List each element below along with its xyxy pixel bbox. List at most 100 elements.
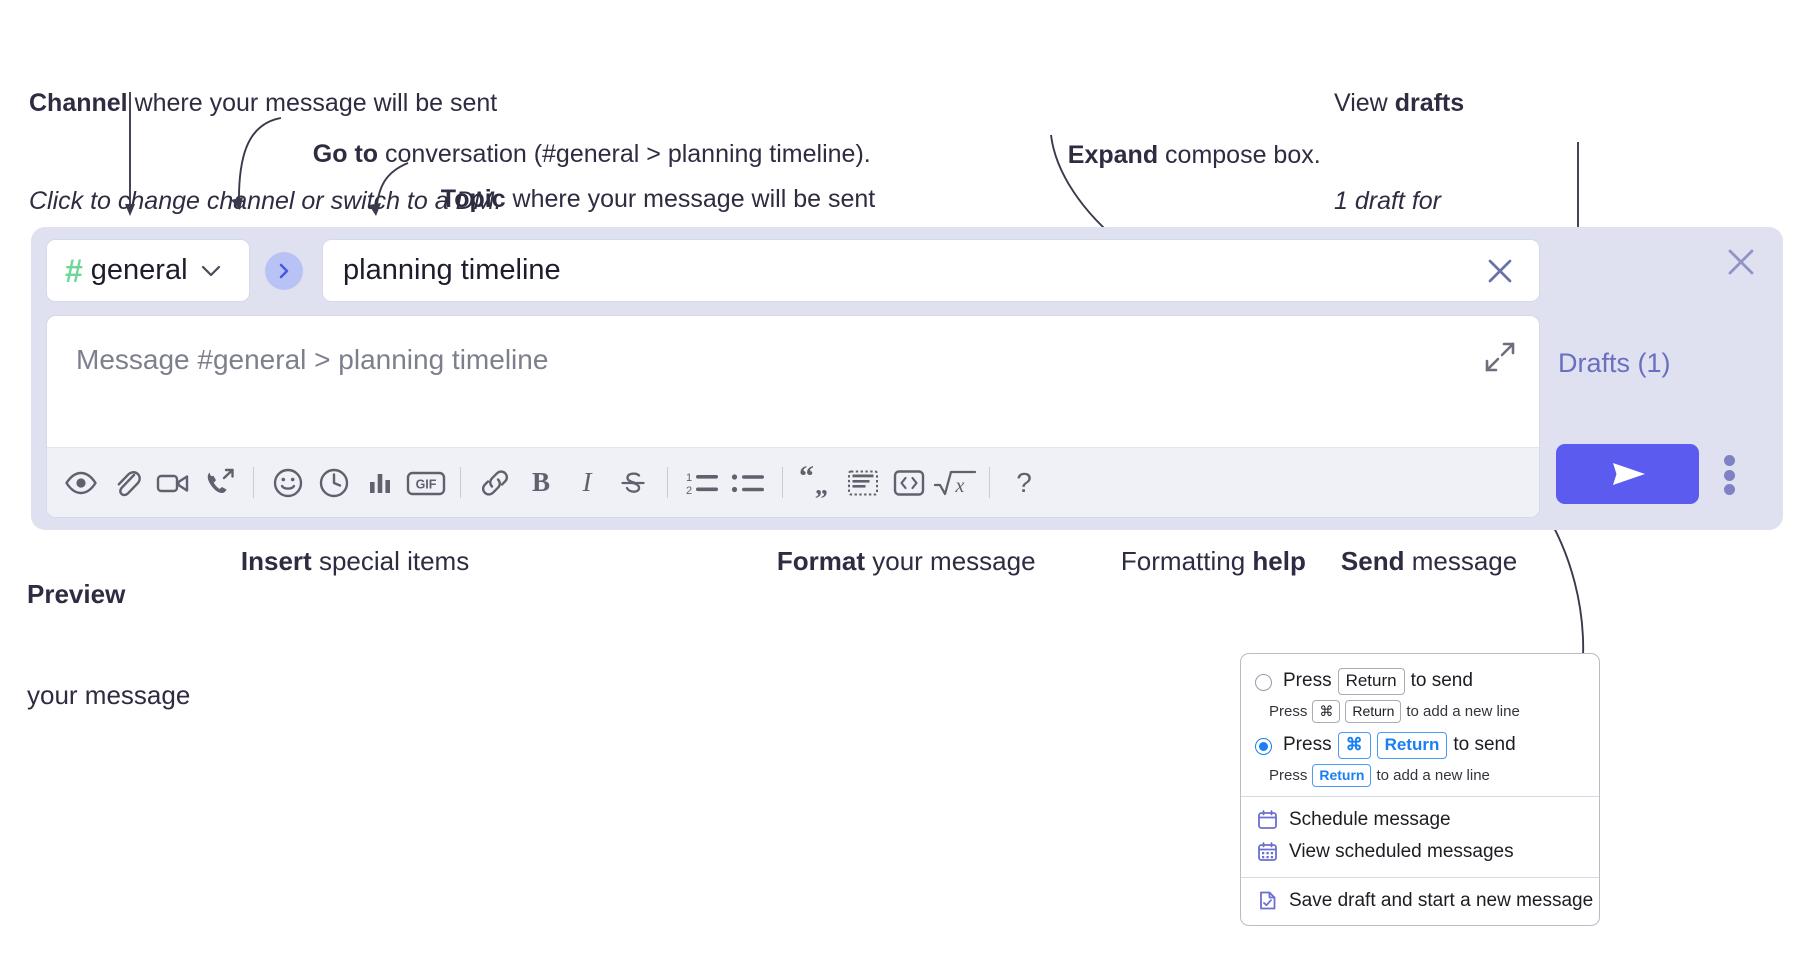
poll-bar-chart-icon[interactable] — [357, 460, 403, 506]
opt2-post: to send — [1453, 734, 1516, 756]
preview-icon[interactable] — [58, 460, 104, 506]
radio-icon-selected[interactable] — [1255, 737, 1272, 755]
phone-arrow-icon[interactable] — [196, 460, 242, 506]
annotation-format-rest: your message — [865, 545, 1036, 576]
opt1-post: to send — [1410, 670, 1473, 692]
svg-text:„: „ — [815, 471, 828, 500]
svg-text:“: “ — [799, 466, 814, 493]
send-option-cmd-return[interactable]: Press ⌘ Return to send — [1241, 729, 1599, 759]
opt1-sub-post: to add a new line — [1406, 702, 1520, 720]
toolbar-separator — [460, 467, 461, 498]
destination-row: # general planning timeline — [46, 239, 1540, 304]
save-draft-icon — [1257, 890, 1278, 911]
annotation-insert-rest: special items — [311, 545, 470, 576]
calendar-schedule-icon — [1257, 809, 1278, 830]
send-button[interactable] — [1556, 444, 1699, 504]
annotation-expand-bold: Expand — [1067, 140, 1159, 169]
menu-item-view-scheduled[interactable]: View scheduled messages — [1241, 836, 1599, 868]
opt1-pre: Press — [1283, 670, 1332, 692]
gif-icon[interactable]: GIF — [403, 460, 449, 506]
annotation-drafts-plain: View — [1334, 89, 1395, 117]
channel-name: general — [90, 254, 188, 286]
annotation-send-bold: Send — [1340, 545, 1405, 576]
radio-icon[interactable] — [1255, 674, 1272, 691]
compose-options-button[interactable] — [1722, 455, 1736, 495]
topic-value: planning timeline — [343, 254, 561, 286]
code-block-icon[interactable] — [840, 460, 886, 506]
drafts-link[interactable]: Drafts (1) — [1558, 348, 1671, 378]
annotation-channel-bold: Channel — [29, 89, 128, 117]
menu-item-schedule-message[interactable]: Schedule message — [1241, 804, 1599, 836]
chevron-down-icon — [200, 264, 222, 278]
annotation-preview-line2: your message — [27, 679, 191, 710]
annotation-goto-rest: conversation (#general > planning timeli… — [378, 139, 871, 168]
svg-text:x: x — [955, 475, 965, 497]
annotation-drafts-bold: drafts — [1394, 89, 1465, 117]
link-icon[interactable] — [472, 460, 518, 506]
message-input-placeholder: Message #general > planning timeline — [76, 344, 549, 375]
annotation-insert-bold: Insert — [240, 545, 312, 576]
menu-divider — [1241, 876, 1599, 878]
expand-icon[interactable] — [1483, 340, 1517, 374]
svg-text:2: 2 — [686, 485, 692, 497]
annotation-channel-rest: where your message will be sent — [127, 89, 498, 117]
key-command: ⌘ — [1337, 731, 1371, 759]
kebab-dot — [1723, 455, 1735, 466]
bold-icon[interactable]: B — [518, 460, 564, 506]
opt2-sub-post: to add a new line — [1376, 766, 1490, 784]
annotation-preview-bold: Preview — [27, 578, 126, 609]
blockquote-icon[interactable]: “„ — [794, 460, 840, 506]
annotation-help: Formatting help — [1092, 511, 1306, 612]
video-camera-icon[interactable] — [150, 460, 196, 506]
emoji-icon[interactable] — [265, 460, 311, 506]
annotation-help-plain: Formatting — [1120, 545, 1253, 576]
annotation-channel: Channel where your message will be sent … — [29, 22, 501, 282]
key-return: Return — [1337, 668, 1405, 695]
annotation-insert: Insert special items — [212, 511, 469, 612]
annotation-topic-rest: where your message will be sent — [505, 184, 876, 213]
attachment-icon[interactable] — [104, 460, 150, 506]
calendar-grid-icon — [1257, 841, 1278, 862]
toolbar-separator — [667, 467, 668, 498]
close-icon[interactable] — [1483, 254, 1517, 288]
annotation-expand: Expand compose box. — [1040, 106, 1321, 204]
inline-code-icon[interactable] — [886, 460, 932, 506]
bulleted-list-icon[interactable] — [725, 460, 771, 506]
annotation-drafts-line2: 1 draft for — [1334, 186, 1441, 215]
annotation-topic: Topic where your message will be sent — [413, 150, 875, 248]
ordered-list-icon[interactable]: 1 2 — [679, 460, 725, 506]
key-return: Return — [1345, 699, 1402, 723]
chevron-right-icon — [276, 261, 292, 281]
italic-icon[interactable]: I — [564, 460, 610, 506]
topic-field[interactable]: planning timeline — [322, 239, 1540, 302]
kebab-dot — [1723, 469, 1735, 481]
send-option-return-sub: Press ⌘ Return to add a new line — [1269, 699, 1599, 723]
close-icon[interactable] — [1719, 240, 1763, 284]
send-option-return[interactable]: Press Return to send — [1241, 665, 1599, 695]
opt1-sub-pre: Press — [1269, 702, 1308, 720]
help-question-icon[interactable]: ? — [1001, 460, 1047, 506]
math-formula-icon[interactable]: x — [932, 460, 978, 506]
annotation-help-bold: help — [1252, 545, 1306, 576]
menu-divider — [1241, 795, 1599, 797]
annotation-channel-italic: Click to change channel or switch to a D… — [29, 186, 502, 215]
svg-text:1: 1 — [686, 472, 692, 484]
annotation-format: Format your message — [748, 511, 1036, 612]
svg-text:B: B — [532, 467, 550, 497]
toolbar-separator — [253, 467, 254, 498]
clock-icon[interactable] — [311, 460, 357, 506]
message-input-box[interactable]: Message #general > planning timeline — [46, 315, 1540, 518]
goto-conversation-button[interactable] — [265, 252, 303, 290]
annotation-expand-rest: compose box. — [1158, 140, 1321, 169]
opt2-pre: Press — [1283, 734, 1332, 756]
channel-picker[interactable]: # general — [46, 239, 250, 302]
menu-item-save-draft[interactable]: Save draft and start a new message — [1241, 885, 1599, 917]
annotation-preview: Preview your message — [27, 510, 190, 780]
annotation-format-bold: Format — [776, 545, 866, 576]
compose-widget: # general planning timeline — [31, 227, 1783, 530]
menu-item-label: View scheduled messages — [1289, 840, 1514, 862]
strikethrough-icon[interactable] — [610, 460, 656, 506]
menu-item-label: Schedule message — [1289, 808, 1451, 830]
key-return: Return — [1376, 731, 1448, 759]
